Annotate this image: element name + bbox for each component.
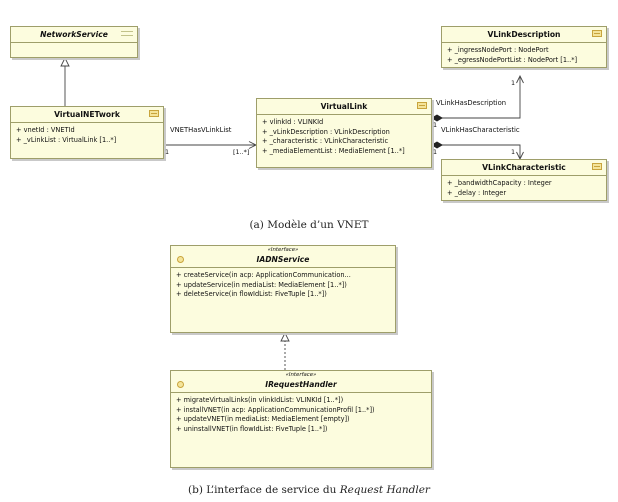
class-virtual-network: VirtualNETwork + vnetId : VNETId + _vLin… [10,106,164,159]
attribute: + _characteristic : VLinkCharacteristic [262,137,389,145]
class-icon [121,31,133,36]
attribute: + _vLinkDescription : VLinkDescription [262,127,390,136]
operation-list: + migrateVirtualLinks(in vlinkIdList: VL… [171,393,431,437]
attribute: + vnetId : VNETId [16,126,75,134]
attribute: + _mediaElementList : MediaElement [1..*… [262,146,405,155]
multiplicity-target: 1 [511,148,516,156]
caption-b: (b) L’interface de service du Request Ha… [0,484,618,496]
multiplicity-source: 1 [433,121,438,129]
interface-irequest-handler: «Interface» IRequestHandler + migrateVir… [170,370,432,468]
operation: + uninstallVNET(in flowIdList: FiveTuple… [176,424,328,433]
operation: + deleteService(in flowIdList: FiveTuple… [176,290,327,298]
class-vlink-characteristic: VLinkCharacteristic + _bandwidthCapacity… [441,159,607,201]
realization-arrowhead [280,331,290,342]
attribute: + _bandwidthCapacity : Integer [447,179,552,187]
attribute: + _egressNodePortList : NodePort [1..*] [447,55,578,64]
operation: + migrateVirtualLinks(in vlinkIdList: VL… [176,396,344,404]
interface-name-iadn-service: IADNService [171,254,395,268]
attribute: + vlinkId : VLINKId [262,118,324,126]
multiplicity-target: 1 [511,79,516,87]
class-icon [592,30,602,37]
association-label-characteristic: VLinkHasCharacteristic [441,126,520,134]
caption-a: (a) Modèle d’un VNET [249,219,369,231]
stereotype-label: «Interface» [285,372,317,378]
interface-icon [177,256,184,263]
multiplicity-source: 1 [433,148,438,156]
class-name-virtual-network: VirtualNETwork [11,107,163,123]
class-name-vlink-description: VLinkDescription [442,27,606,43]
interface-icon [177,381,184,388]
generalization-arrowhead-vnet [60,56,70,67]
interface-name-irequest-handler: IRequestHandler [171,379,431,393]
multiplicity-target: [1..*] [233,148,250,156]
attribute-list: + _bandwidthCapacity : Integer + _delay … [442,176,606,201]
interface-iadn-service: «Interface» IADNService + createService(… [170,245,396,333]
class-name-network-service: NetworkService [11,27,137,43]
operation: + installVNET(in acp: ApplicationCommuni… [176,405,375,414]
operation-list: + createService(in acp: ApplicationCommu… [171,268,395,303]
class-vlink-description: VLinkDescription + _ingressNodePort : No… [441,26,607,68]
attribute: + _ingressNodePort : NodePort [447,46,549,54]
association-line-description [442,76,521,119]
association-label-vnet-vlink: VNETHasVLinkList [170,126,232,134]
attribute-list: + vlinkId : VLINKId + _vLinkDescription … [257,115,431,159]
caption-b-prefix: (b) L’interface de service du [188,484,337,496]
attribute-list: + _ingressNodePort : NodePort + _egressN… [442,43,606,68]
attribute: + _delay : Integer [447,188,507,197]
class-icon [592,163,602,170]
multiplicity-source: 1 [165,148,170,156]
attribute-list: + vnetId : VNETId + _vLinkList : Virtual… [11,123,163,148]
operation: + createService(in acp: ApplicationCommu… [176,271,351,279]
class-name-vlink-characteristic: VLinkCharacteristic [442,160,606,176]
class-virtual-link: VirtualLink + vlinkId : VLINKId + _vLink… [256,98,432,168]
stereotype-label: «Interface» [267,247,299,253]
class-name-virtual-link: VirtualLink [257,99,431,115]
caption-b-emphasis: Request Handler [339,484,430,496]
attribute: + _vLinkList : VirtualLink [1..*] [16,135,117,144]
class-icon [149,110,159,117]
association-arrowhead-description [516,74,524,84]
aggregation-diamond-characteristic [431,141,443,149]
class-icon [417,102,427,109]
operation: + updateVNET(in mediaList: MediaElement … [176,415,350,423]
operation: + updateService(in mediaList: MediaEleme… [176,280,347,289]
aggregation-diamond-description [431,114,443,122]
association-label-description: VLinkHasDescription [436,99,507,107]
class-network-service: NetworkService [10,26,138,58]
association-line-characteristic [442,144,521,159]
